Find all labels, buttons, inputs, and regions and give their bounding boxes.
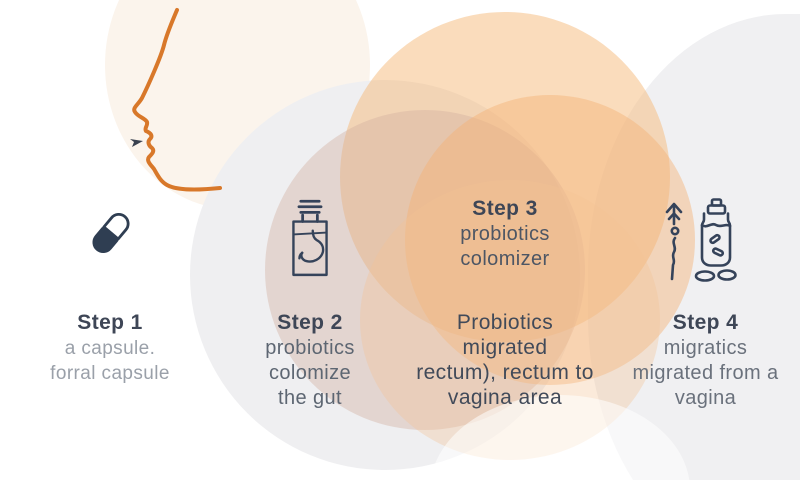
background-blob-peach-muted	[265, 110, 585, 430]
step-line: migrated from a	[632, 362, 779, 384]
step-title: Step 2	[277, 311, 343, 334]
step-line: a capsule.	[64, 338, 156, 359]
background-blob-peach-2	[405, 95, 695, 385]
step-line: migratics	[663, 337, 748, 359]
step-line: probiotics	[265, 337, 355, 359]
face-profile-drawing	[132, 8, 222, 192]
step-line: vagina area	[447, 386, 563, 409]
step-title: Step 4	[672, 311, 739, 334]
swallow-arrow-icon	[130, 139, 143, 147]
step-line: Probiotics	[456, 311, 554, 334]
capsule-icon	[92, 213, 130, 253]
probiotic-bottle-stomach-icon	[292, 199, 328, 277]
step-line: migrated	[462, 336, 548, 359]
step-title: Step 1	[77, 311, 143, 334]
step-line: forral capsule	[50, 363, 170, 384]
step-line: probiotics	[460, 223, 550, 245]
step-line: colomize	[268, 362, 352, 384]
step-line: vagina	[674, 387, 737, 409]
bottle-pills-migration-icon	[665, 198, 737, 282]
step-line: colomizer	[460, 248, 550, 270]
step-line: the gut	[278, 387, 342, 409]
step-line: rectum), rectum to	[416, 361, 594, 384]
background-blob-peach-1	[340, 12, 670, 342]
step-title: Step 3	[472, 197, 538, 220]
